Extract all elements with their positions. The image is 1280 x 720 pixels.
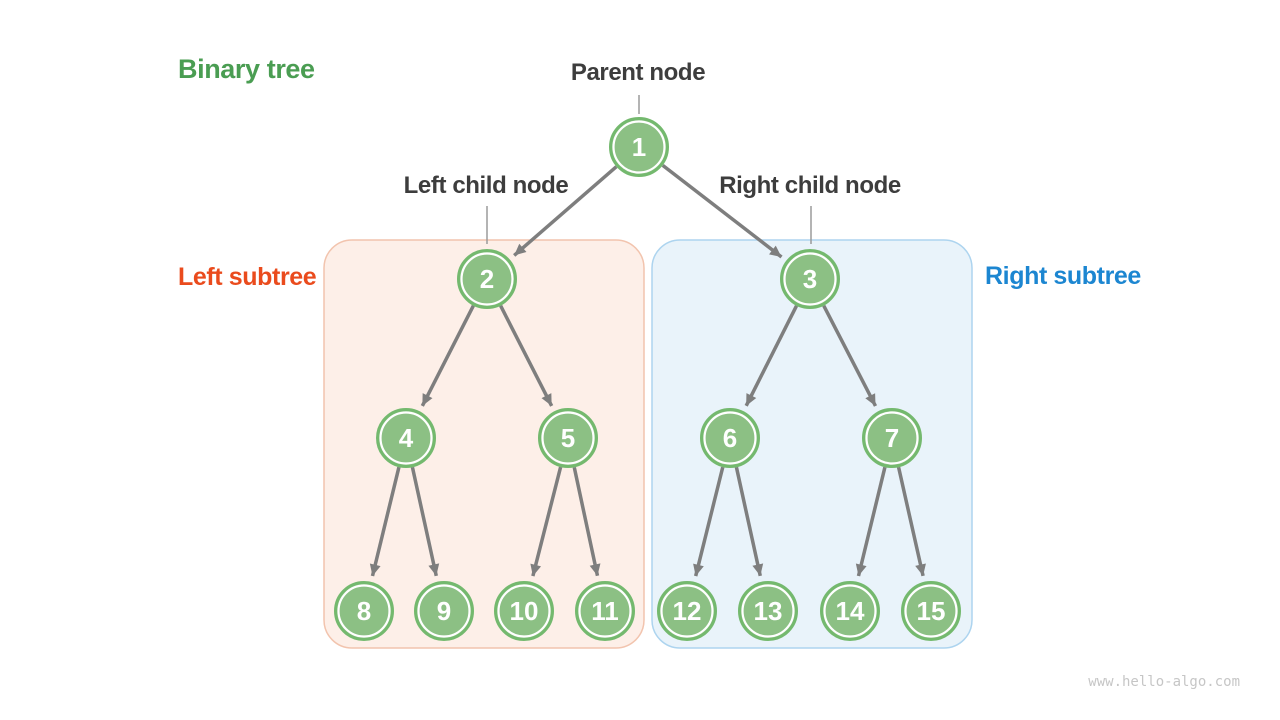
node-circle: [820, 581, 880, 641]
node-inner-ring: [783, 252, 837, 306]
tree-node-14: 14: [820, 581, 880, 641]
tree-node-12: 12: [657, 581, 717, 641]
node-inner-ring: [612, 120, 666, 174]
edge-3-7: [822, 304, 878, 407]
node-inner-ring: [904, 584, 958, 638]
node-value: 15: [917, 596, 946, 626]
node-value: 4: [399, 423, 414, 453]
node-circle: [738, 581, 798, 641]
tree-node-13: 13: [738, 581, 798, 641]
tree-node-11: 11: [575, 581, 635, 641]
node-circle: [575, 581, 635, 641]
right-subtree-label: Right subtree: [985, 262, 1141, 290]
edge-3-6: [744, 305, 799, 407]
node-value: 1: [632, 132, 646, 162]
node-inner-ring: [460, 252, 514, 306]
edge-6-12: [693, 466, 725, 577]
edge-4-9: [410, 466, 440, 577]
node-circle: [538, 408, 598, 468]
node-inner-ring: [741, 584, 795, 638]
tree-node-10: 10: [494, 581, 554, 641]
right-subtree-box: [651, 239, 973, 649]
diagram-title: Binary tree: [178, 54, 315, 84]
node-value: 5: [561, 423, 575, 453]
node-circle: [862, 408, 922, 468]
node-inner-ring: [823, 584, 877, 638]
node-value: 11: [591, 596, 619, 626]
node-inner-ring: [497, 584, 551, 638]
node-value: 6: [723, 423, 737, 453]
watermark-url: www.hello-algo.com: [1088, 674, 1240, 690]
node-value: 7: [885, 423, 899, 453]
tree-node-7: 7: [862, 408, 922, 468]
node-inner-ring: [660, 584, 714, 638]
node-value: 12: [673, 596, 702, 626]
edge-6-13: [734, 466, 764, 577]
tree-node-4: 4: [376, 408, 436, 468]
node-circle: [414, 581, 474, 641]
tree-node-1: 1: [609, 117, 669, 177]
parent-node-label: Parent node: [570, 59, 706, 86]
node-value: 3: [803, 264, 817, 294]
node-circle: [457, 249, 517, 309]
node-circle: [376, 408, 436, 468]
node-inner-ring: [703, 411, 757, 465]
tree-node-15: 15: [901, 581, 961, 641]
left-subtree-label: Left subtree: [178, 263, 317, 291]
edge-2-4: [420, 304, 475, 407]
node-value: 8: [357, 596, 371, 626]
tree-node-2: 2: [457, 249, 517, 309]
node-value: 13: [754, 596, 783, 626]
node-inner-ring: [337, 584, 391, 638]
node-inner-ring: [541, 411, 595, 465]
left-child-node-label: Left child node: [403, 172, 569, 199]
edge-2-5: [499, 304, 554, 407]
node-inner-ring: [379, 411, 433, 465]
node-inner-ring: [578, 584, 632, 638]
node-circle: [494, 581, 554, 641]
node-value: 2: [480, 264, 494, 294]
edge-1-2: [513, 165, 618, 257]
node-value: 14: [836, 596, 865, 626]
node-circle: [334, 581, 394, 641]
node-inner-ring: [865, 411, 919, 465]
right-child-node-label: Right child node: [719, 172, 901, 199]
tree-node-3: 3: [780, 249, 840, 309]
edge-5-10: [530, 466, 563, 577]
tree-node-8: 8: [334, 581, 394, 641]
tree-node-6: 6: [700, 408, 760, 468]
node-circle: [700, 408, 760, 468]
edge-4-8: [369, 466, 401, 577]
node-circle: [657, 581, 717, 641]
edge-7-15: [896, 466, 926, 577]
left-subtree-box: [323, 239, 645, 649]
node-inner-ring: [417, 584, 471, 638]
node-circle: [901, 581, 961, 641]
edge-1-3: [661, 163, 783, 259]
node-value: 10: [510, 596, 539, 626]
tree-node-5: 5: [538, 408, 598, 468]
edge-5-11: [572, 466, 601, 577]
tree-node-9: 9: [414, 581, 474, 641]
node-value: 9: [437, 596, 451, 626]
node-circle: [609, 117, 669, 177]
node-circle: [780, 249, 840, 309]
edge-7-14: [855, 466, 887, 577]
